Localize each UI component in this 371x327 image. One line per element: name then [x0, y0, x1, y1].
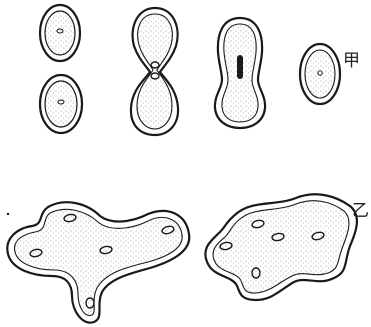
cell-fused-yi: [205, 194, 357, 300]
cell-fused-left: [7, 202, 189, 322]
cell-dividing-pair: [131, 8, 178, 135]
cell-jia: [300, 44, 340, 104]
rod-nucleus: [237, 55, 243, 79]
label-yi: 乙: [352, 201, 369, 221]
cell-top-left-lower: [40, 75, 82, 133]
stray-dot: [7, 213, 9, 215]
cell-elongated: [215, 18, 265, 128]
cell-top-left-upper: [40, 5, 80, 61]
label-jia: 甲: [343, 51, 360, 71]
